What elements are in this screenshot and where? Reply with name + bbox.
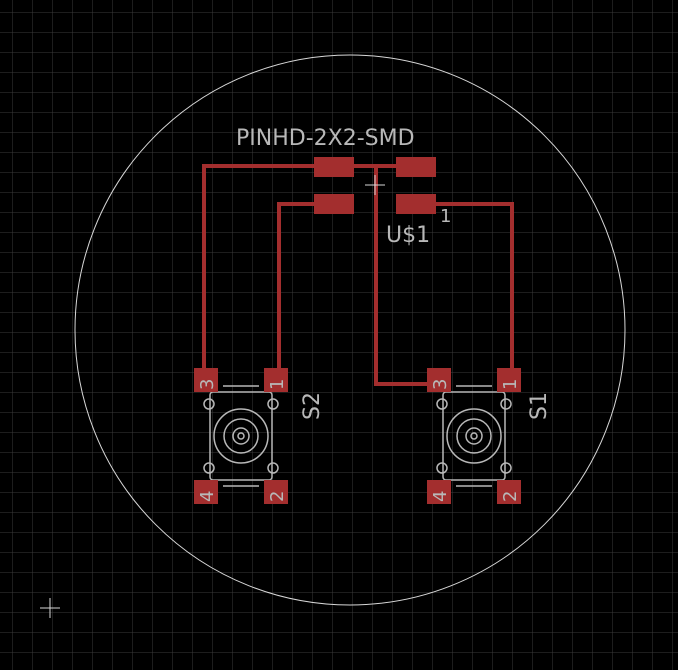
- trace-s1-pin1: [412, 202, 514, 380]
- trace-center: [374, 166, 436, 386]
- switch-body: [203, 385, 279, 487]
- header-pad-top-left: [314, 157, 354, 177]
- switch-name-label: S2: [300, 392, 325, 420]
- pin-2-label: 2: [267, 491, 288, 502]
- pin-3-label: 3: [197, 379, 218, 390]
- copper-traces[interactable]: [202, 164, 514, 386]
- switch-name-label: S1: [527, 392, 552, 420]
- origin-marker: [40, 598, 60, 618]
- header-pad-bottom-left: [314, 194, 354, 214]
- pin1-marker: 1: [440, 206, 451, 227]
- pin-1-label: 1: [267, 379, 288, 390]
- pin-1-label: 1: [500, 379, 521, 390]
- switch-s2[interactable]: 3 1 4 2 S2: [194, 368, 325, 504]
- pin-4-label: 4: [430, 491, 451, 502]
- header-pads[interactable]: [314, 157, 436, 214]
- switch-body: [436, 385, 512, 487]
- part-name-label: U$1: [386, 223, 430, 248]
- pin-2-label: 2: [500, 491, 521, 502]
- header-origin-cross: [365, 175, 385, 195]
- board-outline[interactable]: [74, 54, 626, 606]
- header-pad-bottom-right: [396, 194, 436, 214]
- switch-s1[interactable]: 3 1 4 2 S1: [427, 368, 552, 504]
- pin-4-label: 4: [197, 491, 218, 502]
- switch-pads[interactable]: [194, 368, 288, 504]
- part-value-label: PINHD-2X2-SMD: [236, 126, 415, 151]
- switch-pads[interactable]: [427, 368, 521, 504]
- pin-3-label: 3: [430, 379, 451, 390]
- header-pad-top-right: [396, 157, 436, 177]
- trace-top: [202, 164, 433, 380]
